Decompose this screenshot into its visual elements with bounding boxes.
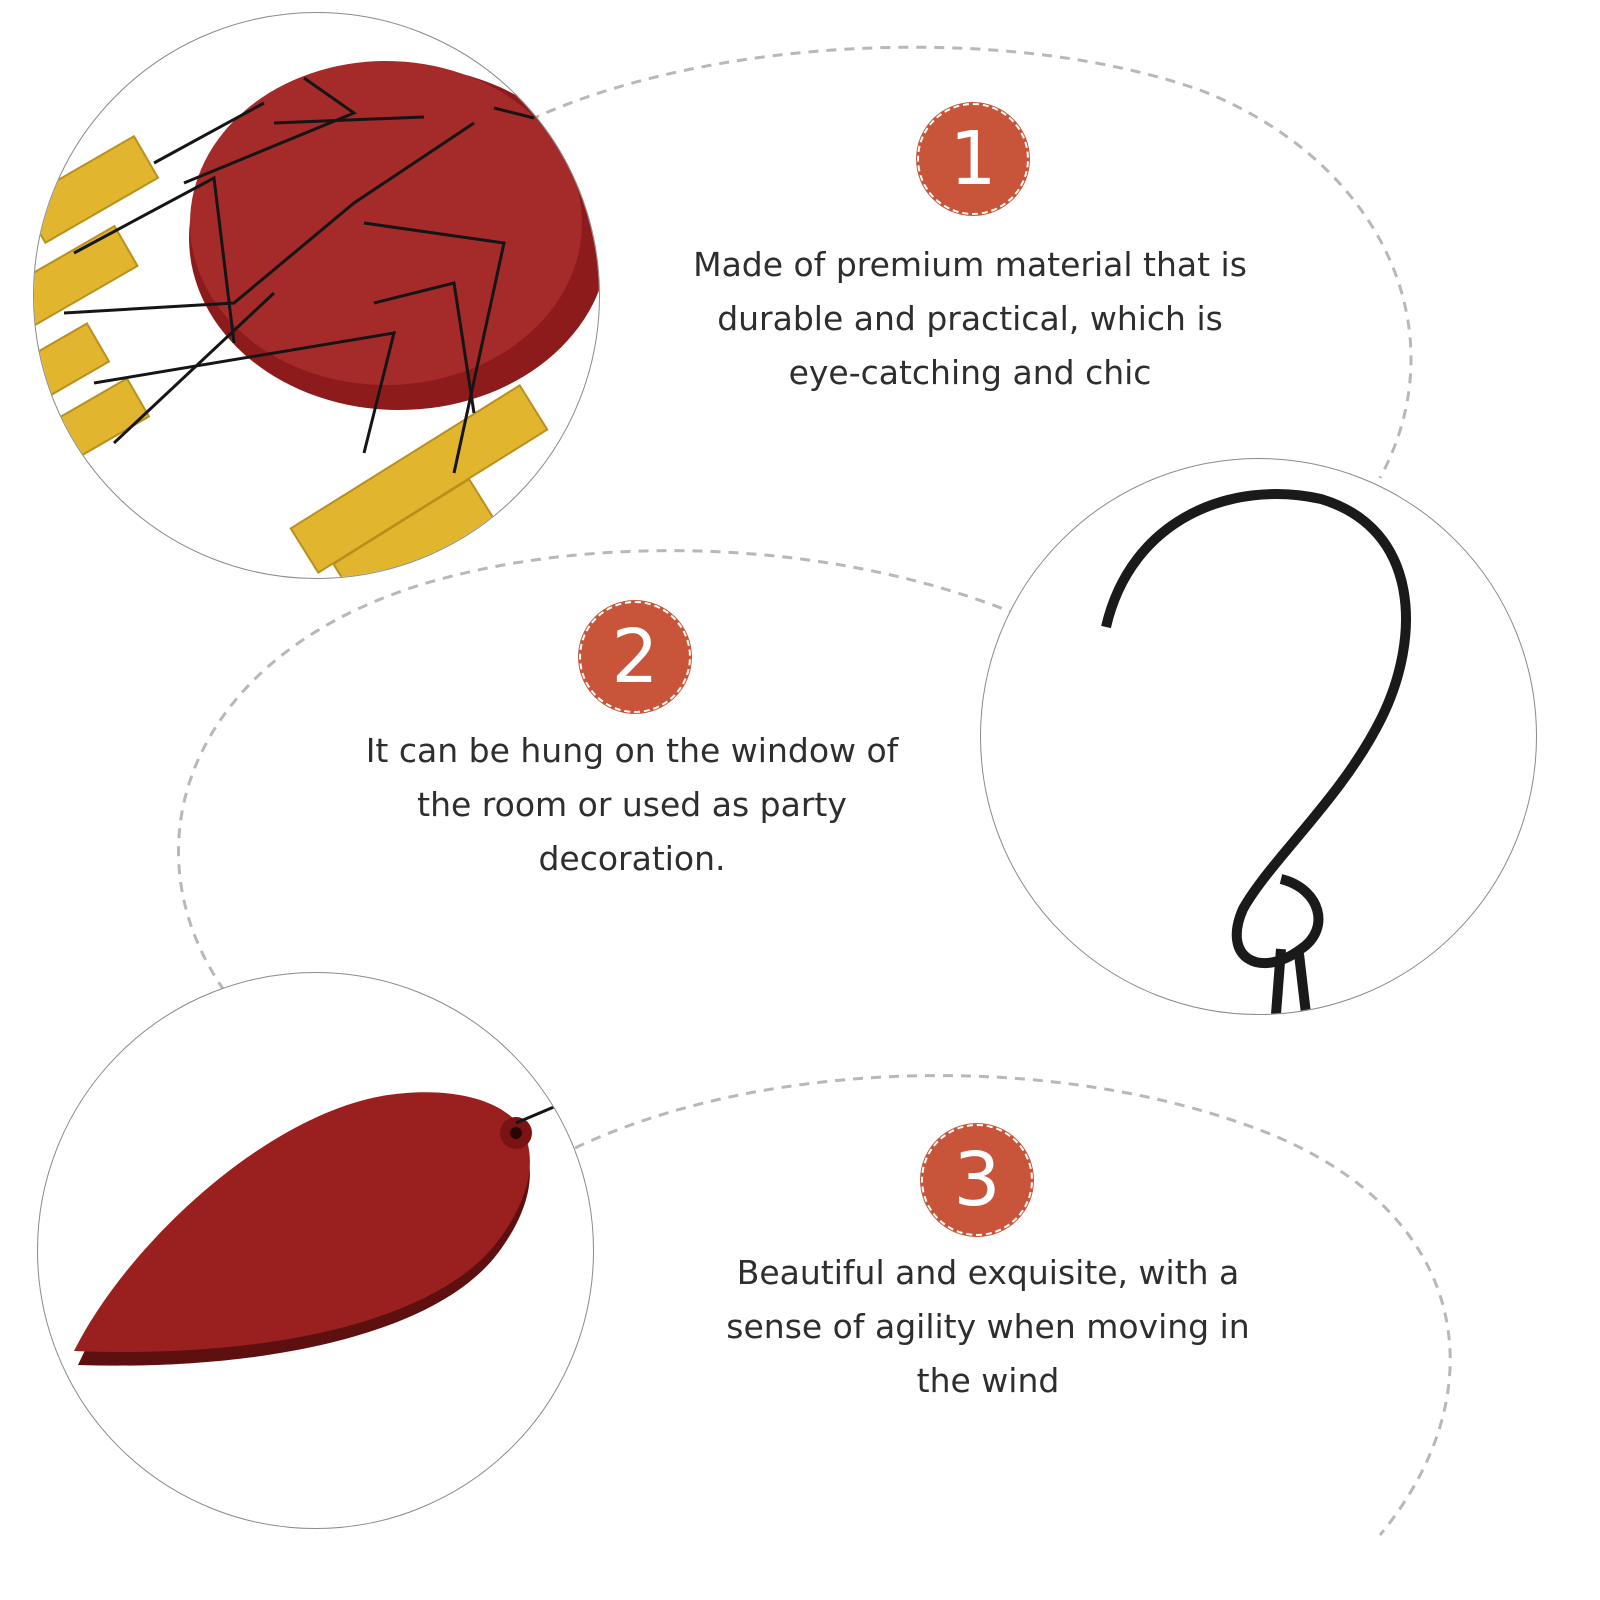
leaf-pendant-icon	[74, 1092, 569, 1366]
feature-2-caption: It can be hung on the window of the room…	[365, 731, 899, 878]
s-hook-photo	[980, 458, 1537, 1015]
feature-3-caption: Beautiful and exquisite, with a sense of…	[726, 1253, 1250, 1400]
feature-3-number-badge: 3	[921, 1124, 1033, 1236]
wood-disc-photo	[33, 12, 600, 579]
round-wood-disc-icon	[34, 61, 599, 578]
leaf-pendant-photo	[37, 972, 594, 1529]
feature-1-caption: Made of premium material that is durable…	[693, 245, 1247, 392]
s-hook-icon	[1101, 489, 1411, 1014]
feature-2-number-badge: 2	[579, 601, 691, 713]
feature-1-number-badge: 1	[917, 103, 1029, 215]
